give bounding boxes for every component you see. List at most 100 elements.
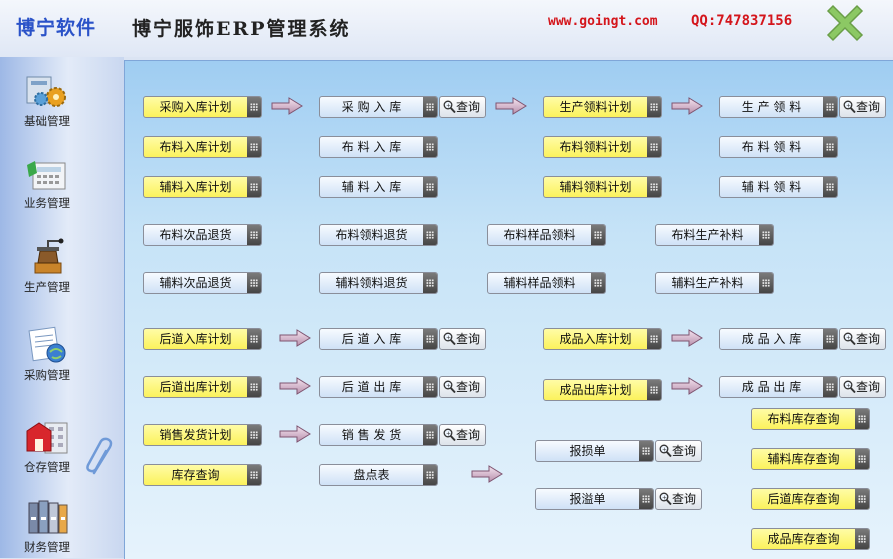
acc-in-button[interactable]: 辅 料 入 库 bbox=[319, 176, 438, 198]
query-button[interactable]: +查询 bbox=[839, 328, 886, 350]
button-label: 辅料领料计划 bbox=[559, 180, 632, 194]
close-icon[interactable] bbox=[824, 2, 866, 44]
prod-material-plan-button[interactable]: 生产领料计划 bbox=[543, 96, 662, 118]
grip-icon bbox=[247, 465, 261, 485]
acc-prod-supp-button[interactable]: 辅料生产补料 bbox=[655, 272, 774, 294]
magnifier-icon: + bbox=[843, 380, 856, 394]
acc-sample-pick-button[interactable]: 辅料样品领料 bbox=[487, 272, 606, 294]
sidebar-item-basic[interactable]: 基础管理 bbox=[8, 71, 86, 129]
svg-text:+: + bbox=[662, 447, 667, 454]
fg-in-plan-button[interactable]: 成品入库计划 bbox=[543, 328, 662, 350]
grip-icon bbox=[423, 225, 437, 245]
magnifier-icon: + bbox=[443, 428, 456, 442]
fabric-defect-return-button[interactable]: 布料次品退货 bbox=[143, 224, 262, 246]
app-title: 博宁服饰ERP管理系统 bbox=[132, 18, 351, 40]
fg-in-button[interactable]: 成 品 入 库 bbox=[719, 328, 838, 350]
button-label: 生产领料计划 bbox=[559, 100, 632, 114]
arrow-icon bbox=[495, 96, 527, 116]
query-label: 查询 bbox=[456, 100, 481, 114]
binders-icon bbox=[28, 500, 68, 534]
grip-icon bbox=[855, 409, 869, 429]
query-button[interactable]: +查询 bbox=[655, 440, 702, 462]
acc-pick-button[interactable]: 辅 料 领 料 bbox=[719, 176, 838, 198]
query-button[interactable]: +查询 bbox=[839, 96, 886, 118]
sidebar-item-label: 基础管理 bbox=[24, 114, 70, 128]
grip-icon bbox=[247, 177, 261, 197]
grip-icon bbox=[423, 97, 437, 117]
stocktake-button[interactable]: 盘点表 bbox=[319, 464, 438, 486]
query-button[interactable]: +查询 bbox=[439, 328, 486, 350]
purchase-in-button[interactable]: 采 购 入 库 bbox=[319, 96, 438, 118]
button-label: 成品库存查询 bbox=[767, 532, 840, 546]
sidebar-item-business[interactable]: 业务管理 bbox=[8, 157, 86, 211]
button-label: 布料领料计划 bbox=[559, 140, 632, 154]
button-label: 辅料入库计划 bbox=[159, 180, 232, 194]
acc-pick-return-button[interactable]: 辅料领料退货 bbox=[319, 272, 438, 294]
sidebar-item-warehouse[interactable]: 仓存管理 bbox=[8, 417, 86, 475]
acc-defect-return-button[interactable]: 辅料次品退货 bbox=[143, 272, 262, 294]
fabric-in-plan-button[interactable]: 布料入库计划 bbox=[143, 136, 262, 158]
grip-icon bbox=[423, 177, 437, 197]
sidebar-item-finance[interactable]: 财务管理 bbox=[8, 497, 86, 555]
acc-pick-plan-button[interactable]: 辅料领料计划 bbox=[543, 176, 662, 198]
fg-out-button[interactable]: 成 品 出 库 bbox=[719, 376, 838, 398]
paperclip-icon bbox=[84, 437, 116, 480]
overflow-report-button[interactable]: 报溢单 bbox=[535, 488, 654, 510]
grip-icon bbox=[647, 329, 661, 349]
fabric-pick-plan-button[interactable]: 布料领料计划 bbox=[543, 136, 662, 158]
stock-query-button[interactable]: 库存查询 bbox=[143, 464, 262, 486]
loss-report-button[interactable]: 报损单 bbox=[535, 440, 654, 462]
post-in-button[interactable]: 后 道 入 库 bbox=[319, 328, 438, 350]
fabric-pick-button[interactable]: 布 料 领 料 bbox=[719, 136, 838, 158]
post-in-plan-button[interactable]: 后道入库计划 bbox=[143, 328, 262, 350]
gears-icon bbox=[26, 76, 66, 107]
acc-stock-query-button[interactable]: 辅料库存查询 bbox=[751, 448, 870, 470]
button-label: 库存查询 bbox=[171, 468, 220, 482]
query-label: 查询 bbox=[456, 428, 481, 442]
button-label: 后道入库计划 bbox=[159, 332, 232, 346]
post-out-button[interactable]: 后 道 出 库 bbox=[319, 376, 438, 398]
button-label: 盘点表 bbox=[353, 468, 390, 482]
arrow-icon bbox=[671, 376, 703, 396]
query-button[interactable]: +查询 bbox=[839, 376, 886, 398]
magnifier-icon: + bbox=[659, 492, 672, 506]
sales-ship-plan-button[interactable]: 销售发货计划 bbox=[143, 424, 262, 446]
fg-stock-query-button[interactable]: 成品库存查询 bbox=[751, 528, 870, 550]
arrow-icon bbox=[279, 376, 311, 396]
post-stock-query-button[interactable]: 后道库存查询 bbox=[751, 488, 870, 510]
prod-material-button[interactable]: 生 产 领 料 bbox=[719, 96, 838, 118]
sidebar-item-label: 财务管理 bbox=[24, 540, 70, 554]
website-link[interactable]: www.goingt.com bbox=[548, 14, 658, 29]
button-label: 成 品 入 库 bbox=[741, 332, 802, 346]
svg-text:+: + bbox=[846, 103, 851, 110]
fg-out-plan-button[interactable]: 成品出库计划 bbox=[543, 379, 662, 401]
sidebar-item-purchase[interactable]: 采购管理 bbox=[8, 325, 86, 383]
query-button[interactable]: +查询 bbox=[655, 488, 702, 510]
query-button[interactable]: +查询 bbox=[439, 424, 486, 446]
button-label: 布料生产补料 bbox=[671, 228, 744, 242]
post-out-plan-button[interactable]: 后道出库计划 bbox=[143, 376, 262, 398]
fabric-stock-query-button[interactable]: 布料库存查询 bbox=[751, 408, 870, 430]
svg-text:+: + bbox=[446, 335, 451, 342]
sales-ship-button[interactable]: 销 售 发 货 bbox=[319, 424, 438, 446]
button-label: 成品入库计划 bbox=[559, 332, 632, 346]
grip-icon bbox=[759, 273, 773, 293]
grip-icon bbox=[855, 489, 869, 509]
sidebar-item-production[interactable]: 生产管理 bbox=[8, 237, 86, 295]
button-label: 布料领料退货 bbox=[335, 228, 408, 242]
magnifier-icon: + bbox=[443, 380, 456, 394]
grip-icon bbox=[247, 137, 261, 157]
query-button[interactable]: +查询 bbox=[439, 96, 486, 118]
grip-icon bbox=[647, 177, 661, 197]
grip-icon bbox=[423, 329, 437, 349]
purchase-in-plan-button[interactable]: 采购入库计划 bbox=[143, 96, 262, 118]
fabric-sample-pick-button[interactable]: 布料样品领料 bbox=[487, 224, 606, 246]
fabric-prod-supp-button[interactable]: 布料生产补料 bbox=[655, 224, 774, 246]
arrow-icon bbox=[271, 96, 303, 116]
arrow-icon bbox=[279, 328, 311, 348]
fabric-pick-return-button[interactable]: 布料领料退货 bbox=[319, 224, 438, 246]
fabric-in-button[interactable]: 布 料 入 库 bbox=[319, 136, 438, 158]
acc-in-plan-button[interactable]: 辅料入库计划 bbox=[143, 176, 262, 198]
grinder-icon bbox=[34, 238, 64, 274]
query-button[interactable]: +查询 bbox=[439, 376, 486, 398]
